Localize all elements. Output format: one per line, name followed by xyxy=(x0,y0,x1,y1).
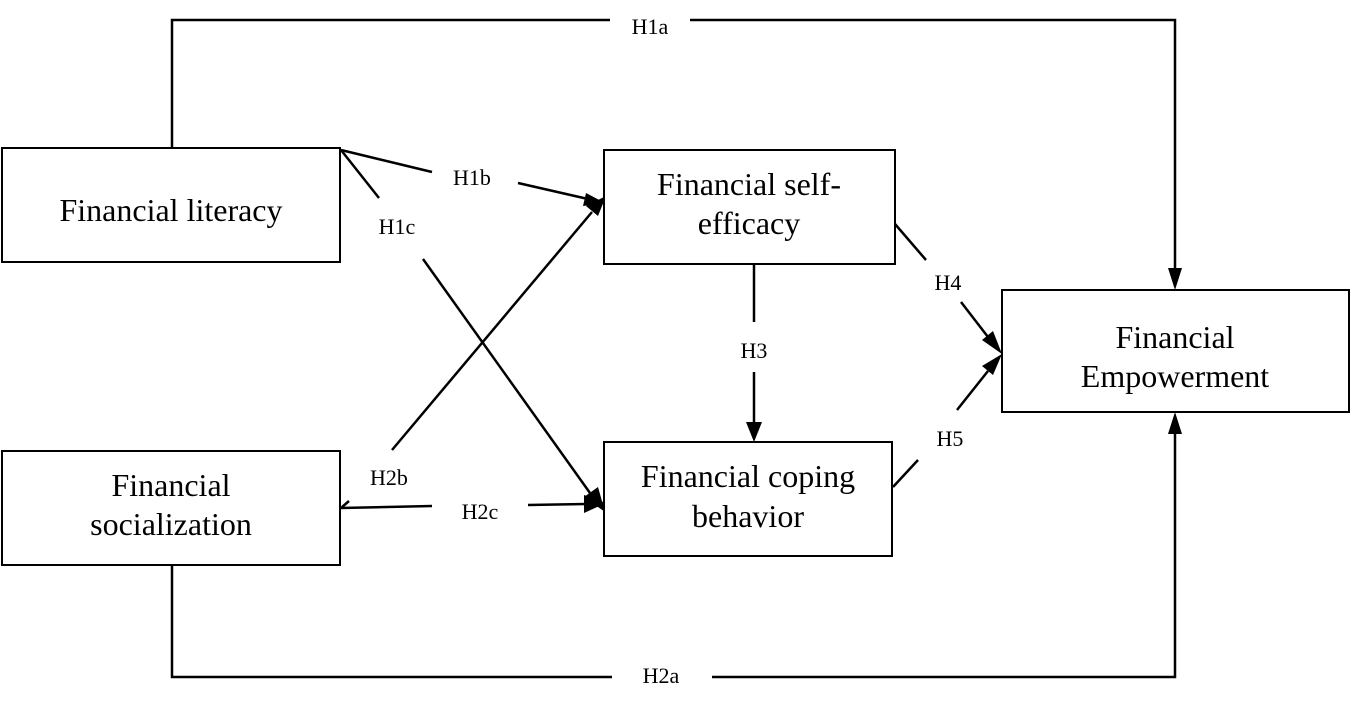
edge-h2c-line xyxy=(340,504,433,510)
edge-h3-label: H3 xyxy=(741,338,768,363)
edge-h5-label: H5 xyxy=(937,426,964,451)
edge-h1c-line xyxy=(340,149,380,199)
edge-h3-arrowhead xyxy=(746,422,762,442)
edge-h1a-line xyxy=(170,18,610,148)
edge-h2a-line-2 xyxy=(712,430,1177,679)
edge-h1b-line xyxy=(340,148,433,174)
edge-h5: H5 xyxy=(892,354,1002,488)
node-financial-empowerment-label-line-2: Empowerment xyxy=(1081,358,1270,394)
edge-h2b-line xyxy=(391,211,593,451)
node-financial-socialization-label-line-2: socialization xyxy=(90,506,252,542)
edge-h2b: H2b xyxy=(340,196,606,509)
node-financial-literacy: Financial literacy xyxy=(1,147,341,263)
edge-h2a: H2a xyxy=(170,412,1182,688)
node-financial-self-efficacy-label-line-1: Financial self- xyxy=(657,166,841,202)
node-financial-literacy-label: Financial literacy xyxy=(59,192,282,228)
node-financial-socialization-label-line-1: Financial xyxy=(111,467,230,503)
edge-h1a-label: H1a xyxy=(632,14,669,39)
edge-h3: H3 xyxy=(741,264,768,442)
edge-h4-line-2 xyxy=(960,301,989,338)
edge-h2b-label: H2b xyxy=(370,465,408,490)
edge-h5-line xyxy=(892,459,919,488)
node-financial-self-efficacy: Financial self- efficacy xyxy=(603,149,896,265)
node-financial-socialization: Financial socialization xyxy=(1,450,341,566)
edge-h1b-label: H1b xyxy=(453,165,491,190)
edge-h2c-label: H2c xyxy=(462,499,499,524)
edge-h5-line-2 xyxy=(956,370,989,411)
node-financial-empowerment-label-line-1: Financial xyxy=(1115,319,1234,355)
edge-h2a-label: H2a xyxy=(643,663,680,688)
edge-h1c: H1c xyxy=(340,149,605,512)
node-financial-coping-behavior-label-line-2: behavior xyxy=(692,498,804,534)
edge-h1b: H1b xyxy=(340,148,605,206)
edge-h2a-arrowhead xyxy=(1168,412,1182,434)
edge-h1a-arrowhead xyxy=(1168,268,1182,290)
edge-h1a-line-2 xyxy=(690,18,1177,272)
edge-h2c-arrowhead xyxy=(584,495,606,513)
edge-h1a: H1a xyxy=(170,14,1182,290)
edge-h1c-label: H1c xyxy=(379,214,416,239)
node-financial-coping-behavior: Financial coping behavior xyxy=(603,441,893,557)
edge-h1c-line-2 xyxy=(421,258,592,494)
edge-h2b-arrowhead xyxy=(586,196,606,216)
edge-h2c-line-2 xyxy=(527,502,587,507)
edge-h4: H4 xyxy=(894,223,1002,354)
edge-h5-arrowhead xyxy=(982,354,1002,375)
node-financial-self-efficacy-label-line-2: efficacy xyxy=(698,205,800,241)
node-financial-empowerment: Financial Empowerment xyxy=(1001,289,1350,413)
edge-h4-label: H4 xyxy=(935,270,962,295)
edge-h2c: H2c xyxy=(340,495,606,524)
edge-h4-line xyxy=(894,223,927,261)
node-financial-coping-behavior-label-line-1: Financial coping xyxy=(641,458,855,494)
edge-h1b-line-2 xyxy=(517,181,589,201)
edge-h4-arrowhead xyxy=(982,331,1002,354)
edge-h2a-line xyxy=(170,565,612,679)
